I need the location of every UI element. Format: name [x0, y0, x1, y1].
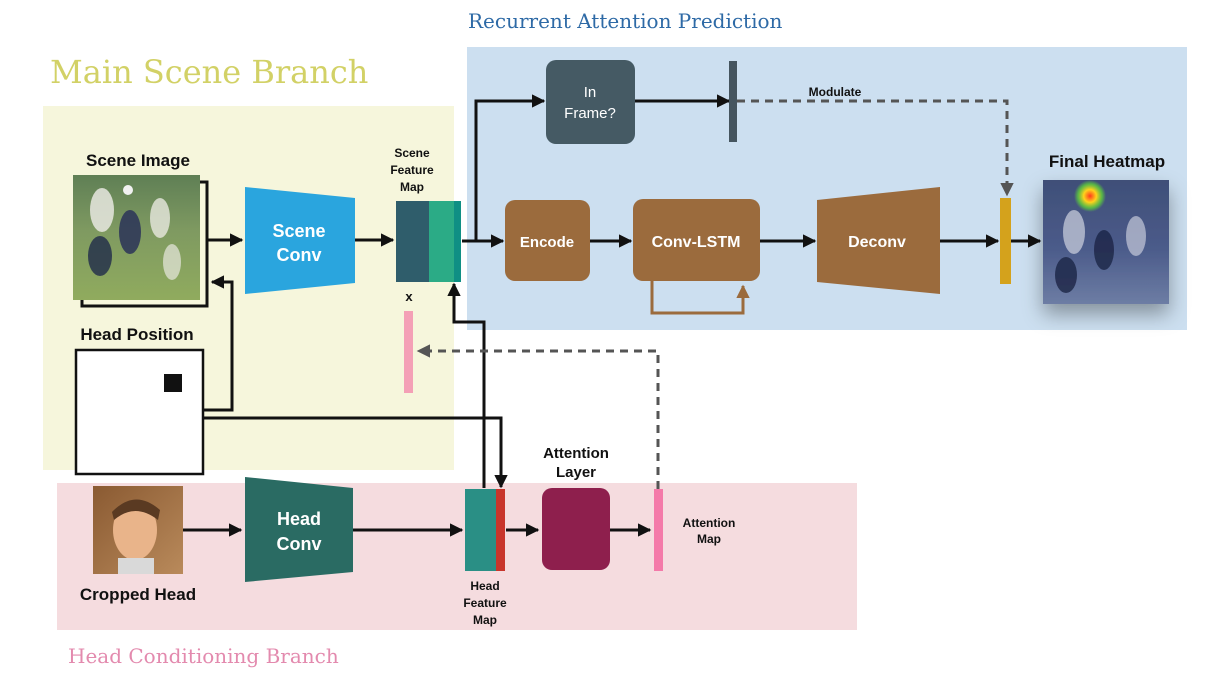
in-frame-label-2: Frame?	[564, 105, 616, 122]
scene-conv-block	[245, 187, 355, 294]
head-conv-label-2: Conv	[277, 534, 322, 554]
multiply-symbol: x	[405, 289, 413, 304]
lstm-recurrence-loop	[650, 281, 750, 315]
attention-map-label-2: Map	[697, 532, 721, 546]
final-heatmap-label: Final Heatmap	[1049, 152, 1165, 171]
scene-image-label: Scene Image	[86, 151, 190, 170]
attention-layer-label-2: Layer	[556, 464, 596, 481]
head-conditioning-region	[57, 483, 857, 630]
head-position-box	[74, 348, 205, 476]
arrow-head-position-up	[203, 275, 234, 412]
scene-fmap-green	[429, 201, 454, 282]
attention-layer-label-1: Attention	[543, 445, 609, 462]
scene-fmap-label-3: Map	[400, 180, 424, 194]
in-frame-block	[546, 60, 635, 144]
attention-layer-block	[542, 488, 610, 570]
scene-fmap-edge	[454, 201, 461, 282]
head-position-label: Head Position	[80, 325, 193, 344]
scene-conv-label-2: Conv	[277, 245, 322, 265]
arrow-headfmap-to-scenefmap	[447, 282, 486, 488]
in-frame-gate-bar	[729, 61, 737, 142]
scene-fmap-label-2: Feature	[390, 163, 434, 177]
encode-label: Encode	[520, 234, 574, 251]
scene-fmap-dark	[396, 201, 429, 282]
head-fmap-label-2: Feature	[463, 596, 507, 610]
cropped-head-label: Cropped Head	[80, 585, 196, 604]
head-fmap-label-3: Map	[473, 613, 497, 627]
encode-block	[505, 200, 590, 281]
deconv-block	[817, 187, 940, 294]
head-conditioning-title: Head Conditioning Branch	[68, 644, 339, 668]
recurrent-attention-title: Recurrent Attention Prediction	[468, 9, 783, 33]
arrow-attention-map-to-multiply	[416, 344, 660, 489]
scene-image-bracket	[80, 180, 209, 308]
arrow-modulate	[737, 99, 1014, 197]
attention-map-label-1: Attention	[683, 516, 736, 530]
attention-multiply-bar	[404, 311, 413, 393]
head-conv-block	[245, 477, 353, 582]
modulated-output-bar	[1000, 198, 1011, 284]
attention-map-bar	[654, 489, 663, 571]
in-frame-label-1: In	[584, 84, 597, 101]
cropped-head-thumbnail	[93, 486, 183, 574]
scene-fmap-label-1: Scene	[394, 146, 430, 160]
arrow-fmap-to-inframe	[474, 94, 546, 241]
scene-conv-label-1: Scene	[272, 221, 325, 241]
head-fmap-red	[496, 489, 505, 571]
conv-lstm-label: Conv-LSTM	[652, 234, 741, 251]
conv-lstm-block	[633, 199, 760, 281]
head-fmap-label-1: Head	[470, 579, 499, 593]
arrow-head-position-to-head-fmap	[203, 416, 508, 489]
head-conv-label-1: Head	[277, 509, 321, 529]
main-scene-title: Main Scene Branch	[50, 53, 368, 91]
scene-image-thumbnail	[73, 175, 200, 300]
final-heatmap-thumbnail	[1043, 180, 1169, 304]
deconv-label: Deconv	[848, 234, 906, 251]
head-fmap-teal	[465, 489, 496, 571]
modulate-label: Modulate	[809, 85, 862, 99]
head-position-marker	[164, 374, 182, 392]
